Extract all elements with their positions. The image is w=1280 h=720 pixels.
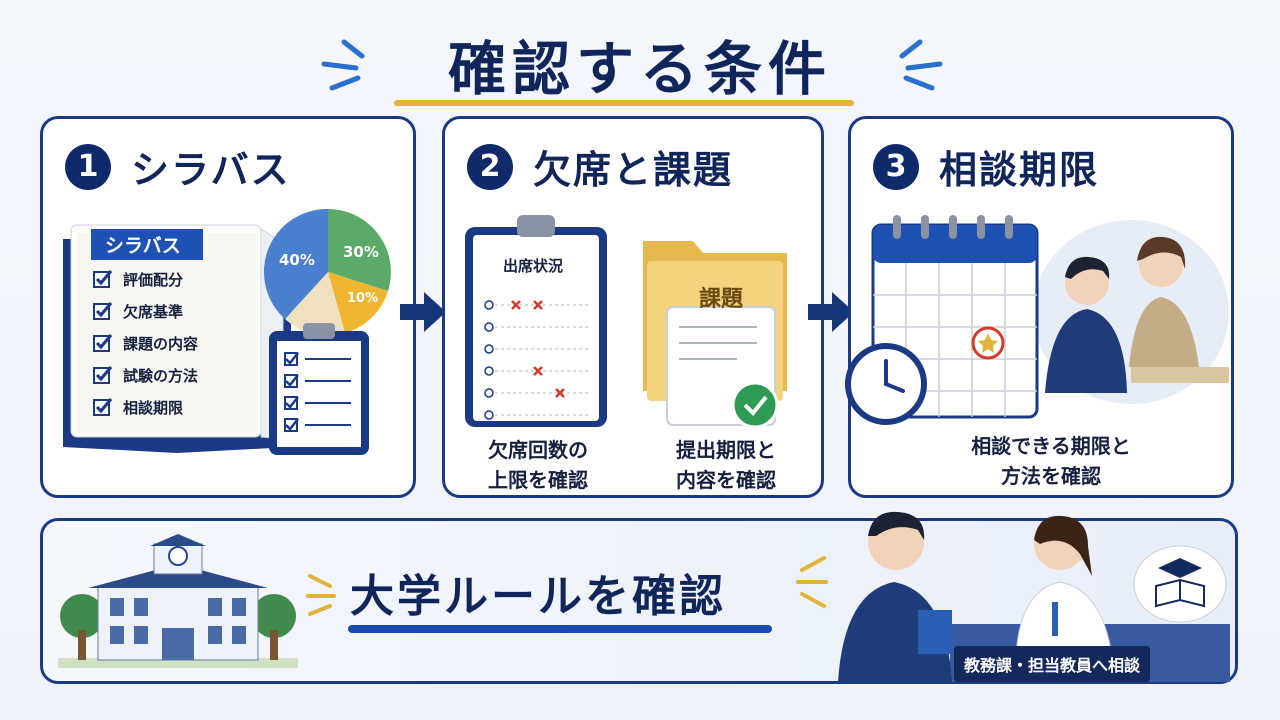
checklist-item-label: 試験の方法 xyxy=(123,366,199,385)
caption-line: 提出期限と xyxy=(676,438,776,462)
counsel-label: 教務課・担当教員へ相談 xyxy=(954,646,1151,682)
right-burst-decoration xyxy=(796,556,828,608)
banner-title: 大学ルールを確認 xyxy=(350,571,726,622)
card-title: 相談期限 xyxy=(939,148,1100,192)
clock-icon xyxy=(845,343,927,425)
right-burst-decoration xyxy=(899,39,943,91)
caption-line: 方法を確認 xyxy=(1001,464,1101,488)
caption-deadline-content: 提出期限と 内容を確認 xyxy=(641,435,811,495)
card-syllabus: 1 シラバス シラバス 評価配分 欠席基準 課題の内容 試験の方法 相談期限 xyxy=(40,116,416,498)
checklist-item: 試験の方法 xyxy=(93,359,198,391)
checkbox-checked-icon xyxy=(93,302,113,320)
checkbox-checked-icon xyxy=(93,334,113,352)
caption-line: 内容を確認 xyxy=(676,468,776,492)
step-number-badge: 3 xyxy=(873,143,919,190)
attendance-header-label: 出席状況 xyxy=(503,257,564,275)
checklist-item-label: 相談期限 xyxy=(123,398,184,417)
pie-label: 30% xyxy=(343,243,379,261)
left-burst-decoration xyxy=(306,574,336,616)
syllabus-checklist: 評価配分 欠席基準 課題の内容 試験の方法 相談期限 xyxy=(93,263,198,423)
syllabus-header-label: シラバス xyxy=(91,229,203,260)
checklist-item: 評価配分 xyxy=(93,263,198,295)
page-title: 確認する条件 xyxy=(447,35,832,103)
title-underline xyxy=(394,100,854,106)
pie-label: 40% xyxy=(279,251,315,269)
university-building-illustration xyxy=(58,534,298,668)
folder-label: 課題 xyxy=(699,287,744,312)
step-number-badge: 1 xyxy=(65,143,111,190)
assignment-folder-icon xyxy=(643,241,787,429)
card-absence-assignments: 2 欠席と課題 出席状況 課題 欠席回数の 上限を確認 提出期限と xyxy=(442,116,824,498)
clipboard-checklist-icon xyxy=(269,323,369,455)
attendance-clipboard-icon xyxy=(465,215,607,427)
banner-title-underline xyxy=(348,625,772,633)
checklist-item: 欠席基準 xyxy=(93,295,198,327)
checkbox-checked-icon xyxy=(93,398,113,416)
caption-line: 相談できる期限と xyxy=(971,434,1131,458)
checkbox-checked-icon xyxy=(93,270,113,288)
checklist-item: 課題の内容 xyxy=(93,327,198,359)
arrow-right-icon xyxy=(808,292,854,332)
checkbox-checked-icon xyxy=(93,366,113,384)
card-title: シラバス xyxy=(131,148,291,192)
checklist-item: 相談期限 xyxy=(93,391,198,423)
caption-line: 上限を確認 xyxy=(488,468,588,492)
left-burst-decoration xyxy=(321,39,365,91)
checklist-item-label: 欠席基準 xyxy=(123,302,184,321)
pie-chart-icon xyxy=(263,208,391,336)
pie-label: 10% xyxy=(347,291,379,306)
caption-absence-limit: 欠席回数の 上限を確認 xyxy=(453,435,623,495)
card-title: 欠席と課題 xyxy=(533,148,734,192)
consultation-scene-illustration xyxy=(1033,220,1229,404)
checklist-item-label: 課題の内容 xyxy=(123,334,199,353)
checklist-item-label: 評価配分 xyxy=(123,270,184,289)
card-consultation-deadline: 3 相談期限 相談できる期限と 方法を確認 xyxy=(845,116,1234,498)
arrow-right-icon xyxy=(400,292,446,332)
caption-consultation: 相談できる期限と 方法を確認 xyxy=(911,431,1191,491)
step-number-badge: 2 xyxy=(467,143,513,190)
caption-line: 欠席回数の xyxy=(488,438,588,462)
